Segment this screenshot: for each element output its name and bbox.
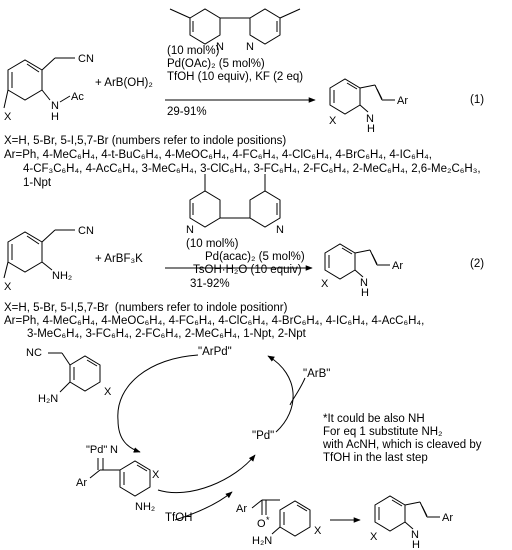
cycle-final-h: H <box>412 539 420 550</box>
cycle-note-4: TfOH in the last step <box>323 452 428 464</box>
eq2-starting-material: CN NH₂ X <box>3 225 94 293</box>
catalytic-cycle <box>117 354 306 521</box>
cycle-arpd: "ArPd" <box>198 346 232 358</box>
eq2-ar-scope-2: 3-MeC₆H₄, 3-FC₆H₄, 2-FC₆H₄, 2-MeC₆H₄, 1-… <box>27 328 306 340</box>
eq2-ar-scope-1: Ar=Ph, 4-MeC₆H₄, 4-MeOC₆H₄, 4-FC₆H₄, 4-C… <box>4 315 425 327</box>
eq2-product-x: X <box>321 278 329 290</box>
cycle-arc-left-end <box>117 419 141 453</box>
cycle-note-3: with AcNH, which is cleaved by <box>323 439 482 451</box>
cycle-sm-x: X <box>104 386 112 398</box>
eq1-sm-nh-h: H <box>51 111 59 123</box>
eq1-yield: 29-91% <box>167 106 207 118</box>
eq1-ligand-n2: N <box>246 41 254 53</box>
eq1-ar-scope-3: 1-Npt <box>23 177 52 189</box>
eq2-additives: TsOH·H₂O (10 equiv) <box>193 264 302 276</box>
eq1-ligand-loading: (10 mol%) <box>167 45 220 57</box>
cycle-starting-material: NC H₂N X <box>26 347 112 405</box>
cycle-arb: "ArB" <box>303 368 331 380</box>
eq1-additives: TfOH (10 equiv), KF (2 eq) <box>167 71 304 83</box>
cycle-arb-in <box>289 377 306 406</box>
eq2-ligand-n1: N <box>186 224 194 236</box>
eq2-sm-cn: CN <box>78 225 94 237</box>
eq2-label: (2) <box>470 258 485 270</box>
eq1-product-ar: Ar <box>397 95 408 107</box>
cycle-imine-ar: Ar <box>76 477 87 489</box>
eq1-sm-cn: CN <box>78 53 94 65</box>
cycle-final-x: X <box>370 531 378 543</box>
eq1-product-n: N <box>366 113 374 125</box>
cycle-imine-nh2: NH₂ <box>135 501 155 513</box>
cycle-arc-right <box>267 355 294 433</box>
cycle-ketone-star: * <box>266 515 270 525</box>
cycle-pd: "Pd" <box>252 430 275 442</box>
eq1-sm-nh-n: N <box>51 100 59 112</box>
cycle-tfoh-arrow <box>174 491 233 521</box>
eq2-reagent: + ArBF₃K <box>95 253 143 265</box>
cycle-arc-bottom <box>157 454 256 494</box>
cycle-imine-n: N <box>110 444 118 456</box>
cycle-sm-nc: NC <box>26 347 42 359</box>
eq2-ligand-n2: N <box>276 224 284 236</box>
cycle-imine-pd: "Pd" <box>86 444 107 456</box>
eq1-ligand-structure: N N <box>169 8 301 53</box>
cycle-final-n: N <box>411 529 419 541</box>
cycle-tfoh: TfOH <box>165 512 193 524</box>
cycle-ketone-o: O <box>257 518 266 530</box>
eq2-sm-x: X <box>4 281 12 293</box>
eq2-yield: 31-92% <box>190 278 230 290</box>
cycle-ketone-x: X <box>314 525 322 537</box>
eq1-sm-x: X <box>4 111 12 123</box>
eq2-ligand-loading: (10 mol%) <box>186 238 239 250</box>
eq1-ar-scope-2: 4-CF₃C₆H₄, 4-AcC₆H₄, 3-MeC₆H₄, 3-ClC₆H₄,… <box>23 163 481 175</box>
cycle-imine-intermediate: "Pd" N Ar NH₂ X <box>76 444 160 513</box>
cycle-ketone-intermediate: Ar O * H₂N X <box>236 499 322 547</box>
cycle-arc-left <box>117 354 199 421</box>
cycle-sm-h2n: H₂N <box>38 393 58 405</box>
cycle-ketone-h2n: H₂N <box>252 535 272 547</box>
eq2-product-ar: Ar <box>392 260 403 272</box>
eq1-catalyst: Pd(OAc)₂ (5 mol%) <box>167 58 265 70</box>
eq1-ligand-n1: N <box>216 41 224 53</box>
eq1-sm-ac: Ac <box>71 91 84 103</box>
cycle-imine-x: X <box>152 469 160 481</box>
eq2-product-h: H <box>361 287 369 299</box>
cycle-final-ar: Ar <box>442 512 453 524</box>
cycle-final-indole: X N H Ar <box>370 495 453 550</box>
eq2-ligand-structure: N N <box>186 174 284 236</box>
eq2-x-scope: X=H, 5-Br, 5-I,5,7-Br (numbers refer to … <box>4 302 288 314</box>
eq1-product-h: H <box>367 123 375 135</box>
eq1-product-indole: X N H Ar <box>329 78 408 135</box>
cycle-ketone-ar: Ar <box>236 503 247 515</box>
eq1-label: (1) <box>470 94 485 106</box>
eq1-ar-scope-1: Ar=Ph, 4-MeC₆H₄, 4-t-BuC₆H₄, 4-MeOC₆H₄, … <box>4 149 432 161</box>
eq2-catalyst: Pd(acac)₂ (5 mol%) <box>205 251 305 263</box>
eq1-product-x: X <box>329 115 337 127</box>
eq1-starting-material: CN N H Ac X <box>3 53 94 123</box>
eq2-product-indole: X N H Ar <box>321 243 403 299</box>
eq1-x-scope: X=H, 5-Br, 5-I,5,7-Br (numbers refer to … <box>4 135 287 147</box>
cycle-note-2: For eq 1 substitute NH₂ <box>323 426 443 438</box>
cycle-note-1: *It could be also NH <box>323 413 425 425</box>
eq2-product-n: N <box>360 277 368 289</box>
eq2-sm-nh2: NH₂ <box>52 270 72 282</box>
eq1-reagent: + ArB(OH)₂ <box>95 77 153 89</box>
